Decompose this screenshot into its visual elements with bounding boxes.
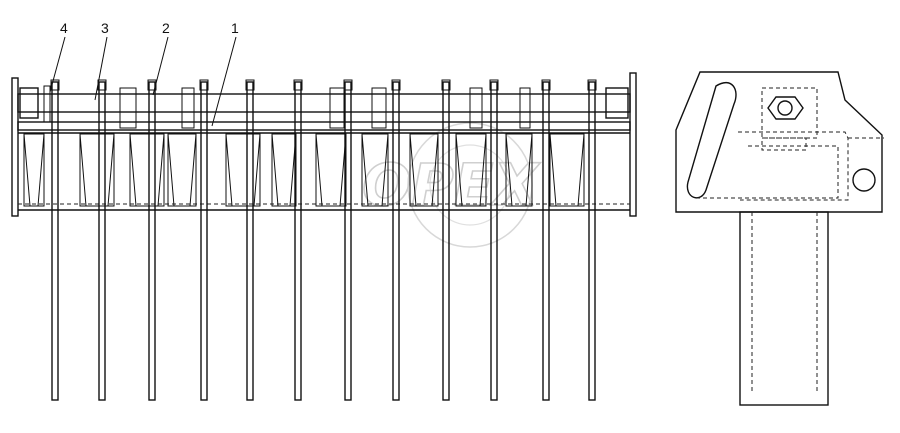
- rake-tooth: [542, 81, 550, 401]
- tooth-clip: [50, 79, 60, 91]
- tooth-clip: [391, 79, 401, 91]
- side-view: [675, 71, 884, 406]
- bracket-hidden: [761, 87, 818, 139]
- rod-sleeve: [519, 87, 531, 129]
- rake-tooth: [588, 81, 596, 401]
- tooth-clip: [587, 79, 597, 91]
- spacer-block: [225, 133, 261, 207]
- rake-tooth: [148, 81, 156, 401]
- spacer-block: [455, 133, 487, 207]
- callout-2: 2: [162, 20, 170, 36]
- rod-sleeve: [329, 87, 345, 129]
- left-nut: [19, 87, 39, 119]
- rake-tooth: [344, 81, 352, 401]
- tooth-clip: [245, 79, 255, 91]
- callout-4: 4: [60, 20, 68, 36]
- callout-1-leader: [211, 36, 237, 127]
- tooth-clip: [293, 79, 303, 91]
- spacer-blocks: [23, 87, 585, 207]
- top-strip: [17, 121, 631, 131]
- tooth-clip: [343, 79, 353, 91]
- callout-3: 3: [101, 20, 109, 36]
- spacer-block: [315, 133, 347, 207]
- washer: [43, 85, 51, 123]
- tooth-clip: [489, 79, 499, 91]
- rake-tooth: [294, 81, 302, 401]
- rod-sleeve: [181, 87, 195, 129]
- rake-tooth: [246, 81, 254, 401]
- rake-tooth: [98, 81, 106, 401]
- spacer-block: [23, 133, 45, 207]
- right-end-plate: [629, 72, 637, 217]
- rod-sleeve: [469, 87, 483, 129]
- callouts: 4 3 2 1: [49, 20, 239, 127]
- spacer-block: [549, 133, 585, 207]
- spacer-block: [167, 133, 197, 207]
- tooth-clip: [199, 79, 209, 91]
- rod-sleeve: [119, 87, 137, 129]
- rake-tooth: [490, 81, 498, 401]
- pivot-hole: [852, 168, 876, 192]
- hex-nut-icon: [767, 96, 804, 120]
- rake-tooth: [392, 81, 400, 401]
- spacer-block: [79, 133, 115, 207]
- tooth-clip: [541, 79, 551, 91]
- watermark-text: OPEX: [362, 151, 541, 219]
- right-nut: [605, 87, 629, 119]
- tooth-clip: [441, 79, 451, 91]
- spacer-block: [361, 133, 389, 207]
- mount-column: [739, 211, 829, 406]
- side-plate: [675, 71, 883, 213]
- callout-2-leader: [152, 36, 169, 96]
- clamp-hidden: [738, 131, 849, 201]
- spacer-block: [505, 133, 533, 207]
- rake-tooth: [442, 81, 450, 401]
- rod-sleeve: [371, 87, 387, 129]
- left-end-plate: [11, 77, 19, 217]
- callout-1: 1: [231, 20, 239, 36]
- comb-assembly-front-view: [11, 72, 637, 401]
- spacer-block: [129, 133, 165, 207]
- rake-tooth: [200, 81, 208, 401]
- slot-hole: [686, 81, 737, 199]
- watermark: OPEX: [361, 122, 542, 248]
- callout-3-leader: [94, 36, 108, 101]
- rake-teeth: [50, 79, 597, 401]
- callout-4-leader: [49, 36, 66, 93]
- rake-tooth: [51, 81, 59, 401]
- bolt-circle: [777, 100, 793, 116]
- spacer-block: [409, 133, 439, 207]
- through-rod: [17, 93, 631, 113]
- spacer-block: [271, 133, 297, 207]
